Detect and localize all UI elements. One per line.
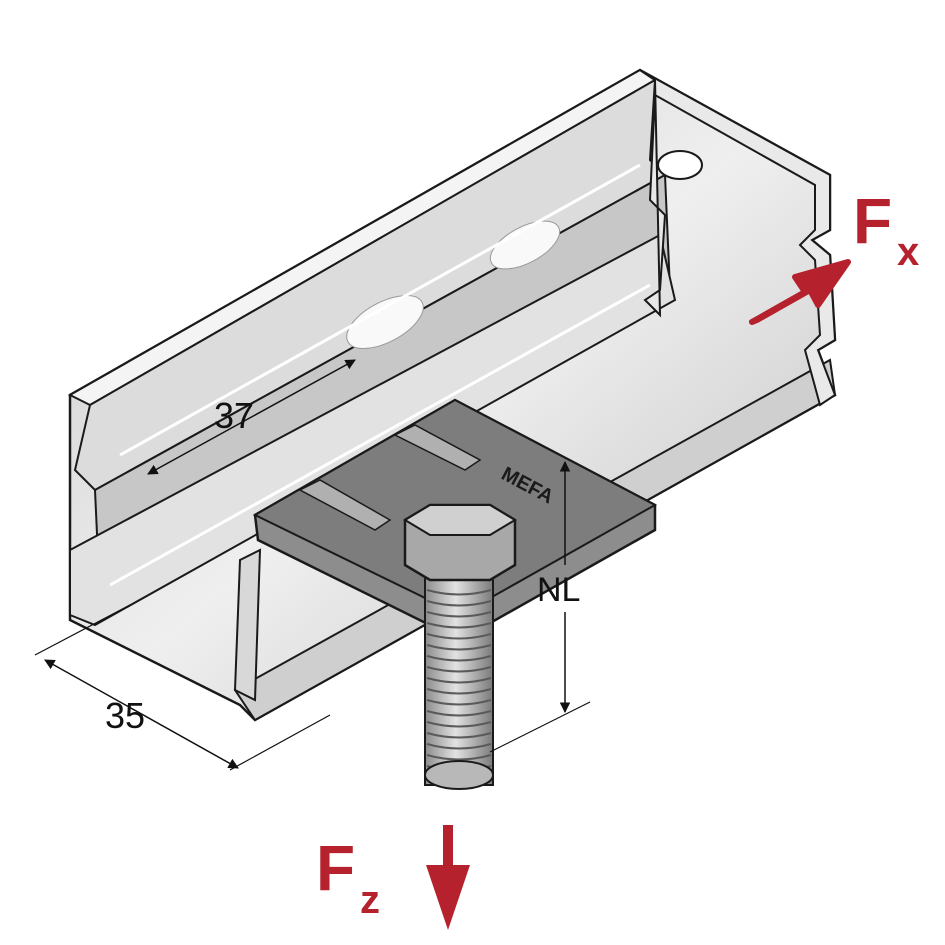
bolt-thread-line <box>426 589 492 596</box>
fz-arrow-icon <box>426 865 470 930</box>
plate-tab-back <box>393 424 482 471</box>
dim-37-line <box>147 359 356 475</box>
bolt-thread-line <box>426 611 492 618</box>
bolt-thread-line <box>426 600 492 607</box>
fz-subscript: z <box>360 878 380 922</box>
dim-nl-label: NL <box>537 571 580 609</box>
dim-35-ext-left <box>34 604 131 656</box>
dimension-37: 37 <box>147 359 356 475</box>
bolt-shank <box>424 544 494 786</box>
bolt-thread-line <box>426 699 492 706</box>
bolt-thread-line <box>426 732 492 739</box>
bolt-thread-line <box>426 754 492 761</box>
fz-arrow-shaft <box>443 825 453 875</box>
fx-arrow-icon <box>749 259 851 325</box>
rail-slot-2 <box>489 220 561 270</box>
fz-symbol: F <box>316 832 355 904</box>
dim-nl-ext <box>489 701 591 753</box>
bolt-end <box>424 760 494 790</box>
rail-foot <box>233 548 262 702</box>
bolt-thread-line <box>426 633 492 640</box>
bolt-thread-line <box>426 655 492 662</box>
bolt-thread-line <box>426 688 492 695</box>
force-fx: F x <box>749 185 919 325</box>
dim-35-ext-right <box>229 714 331 771</box>
rail-end-profile <box>639 69 837 407</box>
hex-nut-top <box>403 504 517 536</box>
threaded-bolt <box>403 503 517 790</box>
dim-37-label: 37 <box>214 395 254 436</box>
rail-slot-3 <box>346 295 424 349</box>
bolt-thread-line <box>426 677 492 684</box>
bolt-thread-line <box>426 666 492 673</box>
bolt-thread-line <box>426 721 492 728</box>
bolt-thread-line <box>426 710 492 717</box>
plate-tab-left <box>298 479 392 531</box>
dimension-35: 35 <box>34 604 331 771</box>
rail-slot-1 <box>657 150 703 180</box>
fx-subscript: x <box>897 230 919 274</box>
force-fz: F z <box>316 825 470 930</box>
fx-symbol: F <box>853 185 892 257</box>
dim-35-line <box>44 659 239 769</box>
dim-35-label: 35 <box>105 695 145 736</box>
dimension-nl: NL <box>489 460 591 753</box>
bolt-thread-line <box>426 743 492 750</box>
bolt-threads <box>426 589 492 772</box>
bolt-thread-line <box>426 644 492 651</box>
bolt-thread-line <box>426 622 492 629</box>
rail-highlight-2 <box>109 283 651 587</box>
